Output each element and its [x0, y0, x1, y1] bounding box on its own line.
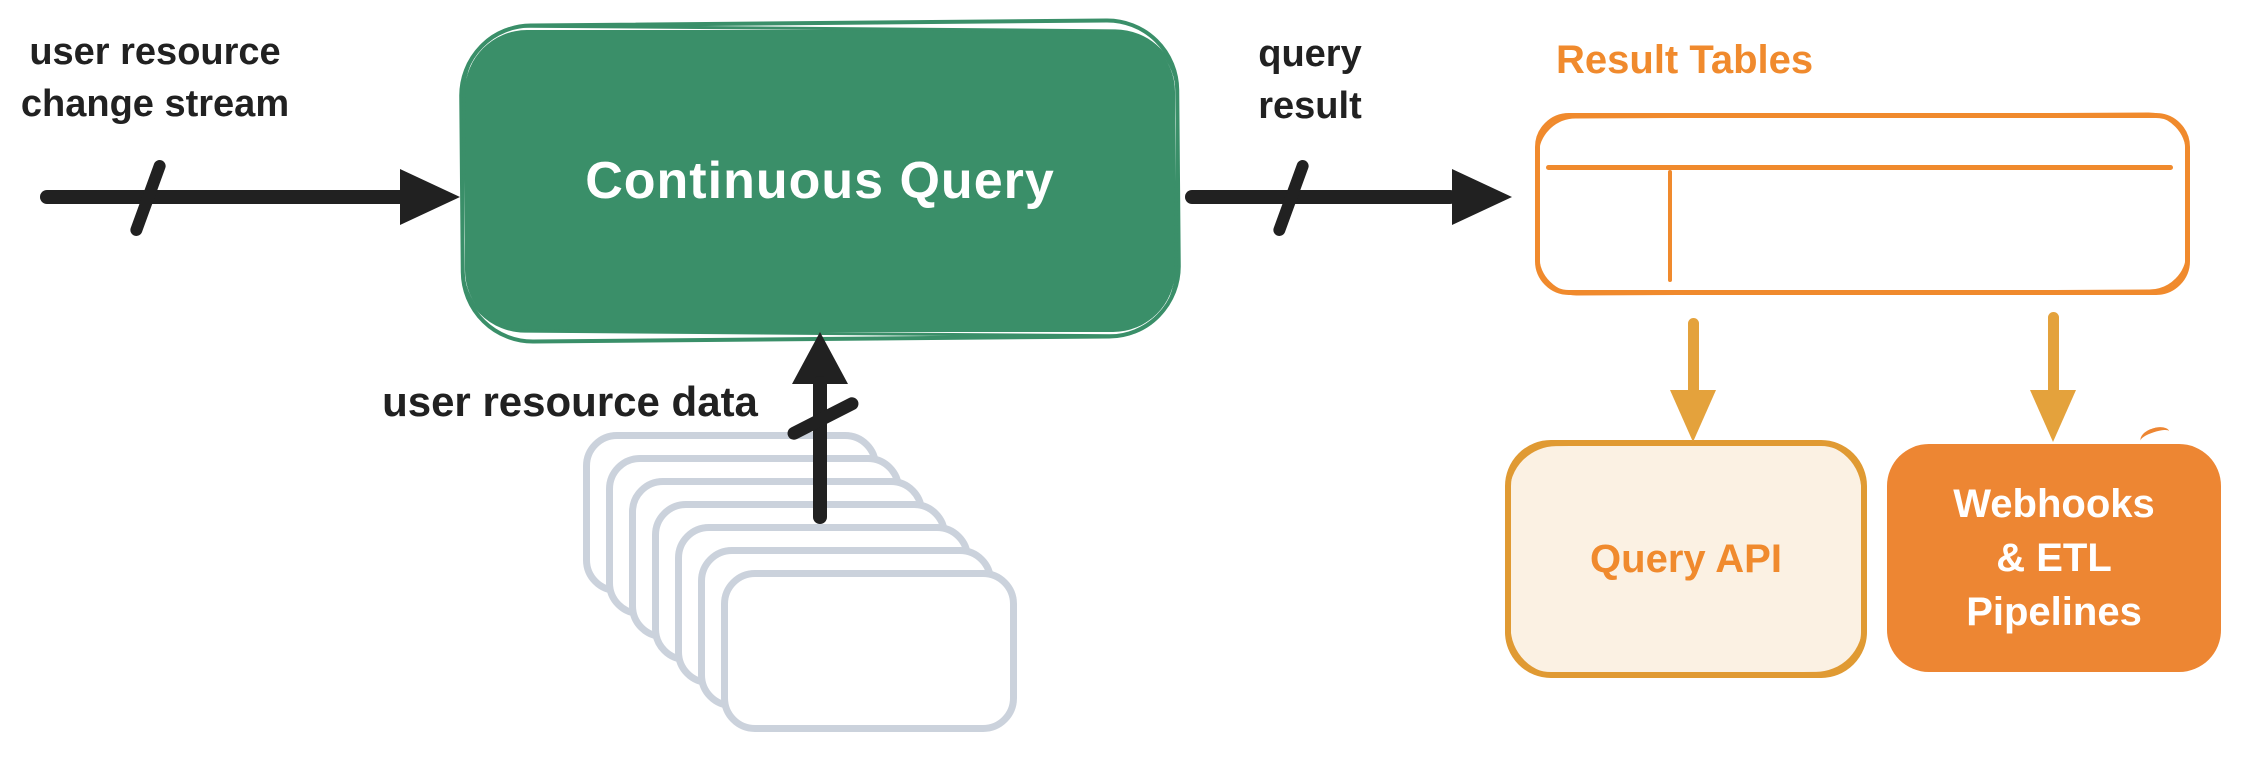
continuous-query-label: Continuous Query — [585, 152, 1055, 210]
to-webhooks-arrow-shaft — [2048, 312, 2059, 396]
node-webhooks-etl-pipelines: Webhooks & ETL Pipelines — [1887, 444, 2221, 672]
webhooks-label-line3: Pipelines — [1966, 590, 2142, 634]
query-api-label: Query API — [1590, 536, 1782, 581]
source-card — [721, 570, 1017, 732]
query-result-label-line1: query — [1258, 33, 1362, 75]
change-stream-label: user resource change stream — [10, 26, 300, 130]
result-tables-title: Result Tables — [1556, 38, 1814, 82]
user-resource-data-label: user resource data — [382, 378, 758, 425]
change-stream-label-line2: change stream — [20, 83, 290, 125]
result-tables-column-divider — [1668, 170, 1672, 282]
node-query-api: Query API — [1505, 440, 1867, 678]
change-stream-arrowhead-icon — [400, 169, 460, 225]
result-tables-header-divider — [1546, 165, 2173, 170]
to-query-api-arrowhead-icon — [1670, 390, 1716, 442]
user-resource-data-arrowhead-icon — [792, 332, 848, 384]
change-stream-arrow-shaft — [40, 190, 412, 204]
result-tables-sketch — [1535, 113, 2190, 295]
query-result-label: query result — [1230, 28, 1390, 132]
query-result-arrowhead-icon — [1452, 169, 1512, 225]
query-result-arrow-shaft — [1185, 190, 1457, 204]
to-webhooks-arrowhead-icon — [2030, 390, 2076, 442]
node-continuous-query: Continuous Query — [465, 30, 1175, 332]
user-resource-data-arrow-shaft — [813, 376, 827, 524]
change-stream-label-line1: user resource — [29, 31, 281, 73]
card-stack — [583, 432, 1083, 752]
webhooks-label-line1: Webhooks — [1953, 482, 2155, 526]
webhooks-label-line2: & ETL — [1996, 536, 2112, 580]
to-query-api-arrow-shaft — [1688, 318, 1699, 396]
query-result-label-line2: result — [1258, 85, 1362, 127]
